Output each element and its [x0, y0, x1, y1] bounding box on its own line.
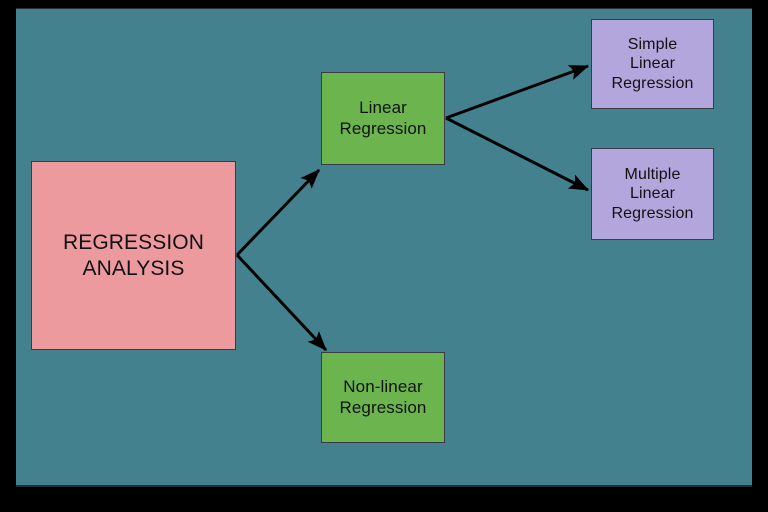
node-linear-regression[interactable]: Linear Regression — [321, 72, 445, 165]
node-multiple-linear-regression[interactable]: Multiple Linear Regression — [591, 148, 714, 240]
node-simple-linear-regression[interactable]: Simple Linear Regression — [591, 19, 714, 109]
node-regression-analysis[interactable]: REGRESSION ANALYSIS — [31, 161, 236, 350]
node-non-linear-regression[interactable]: Non-linear Regression — [321, 352, 445, 443]
